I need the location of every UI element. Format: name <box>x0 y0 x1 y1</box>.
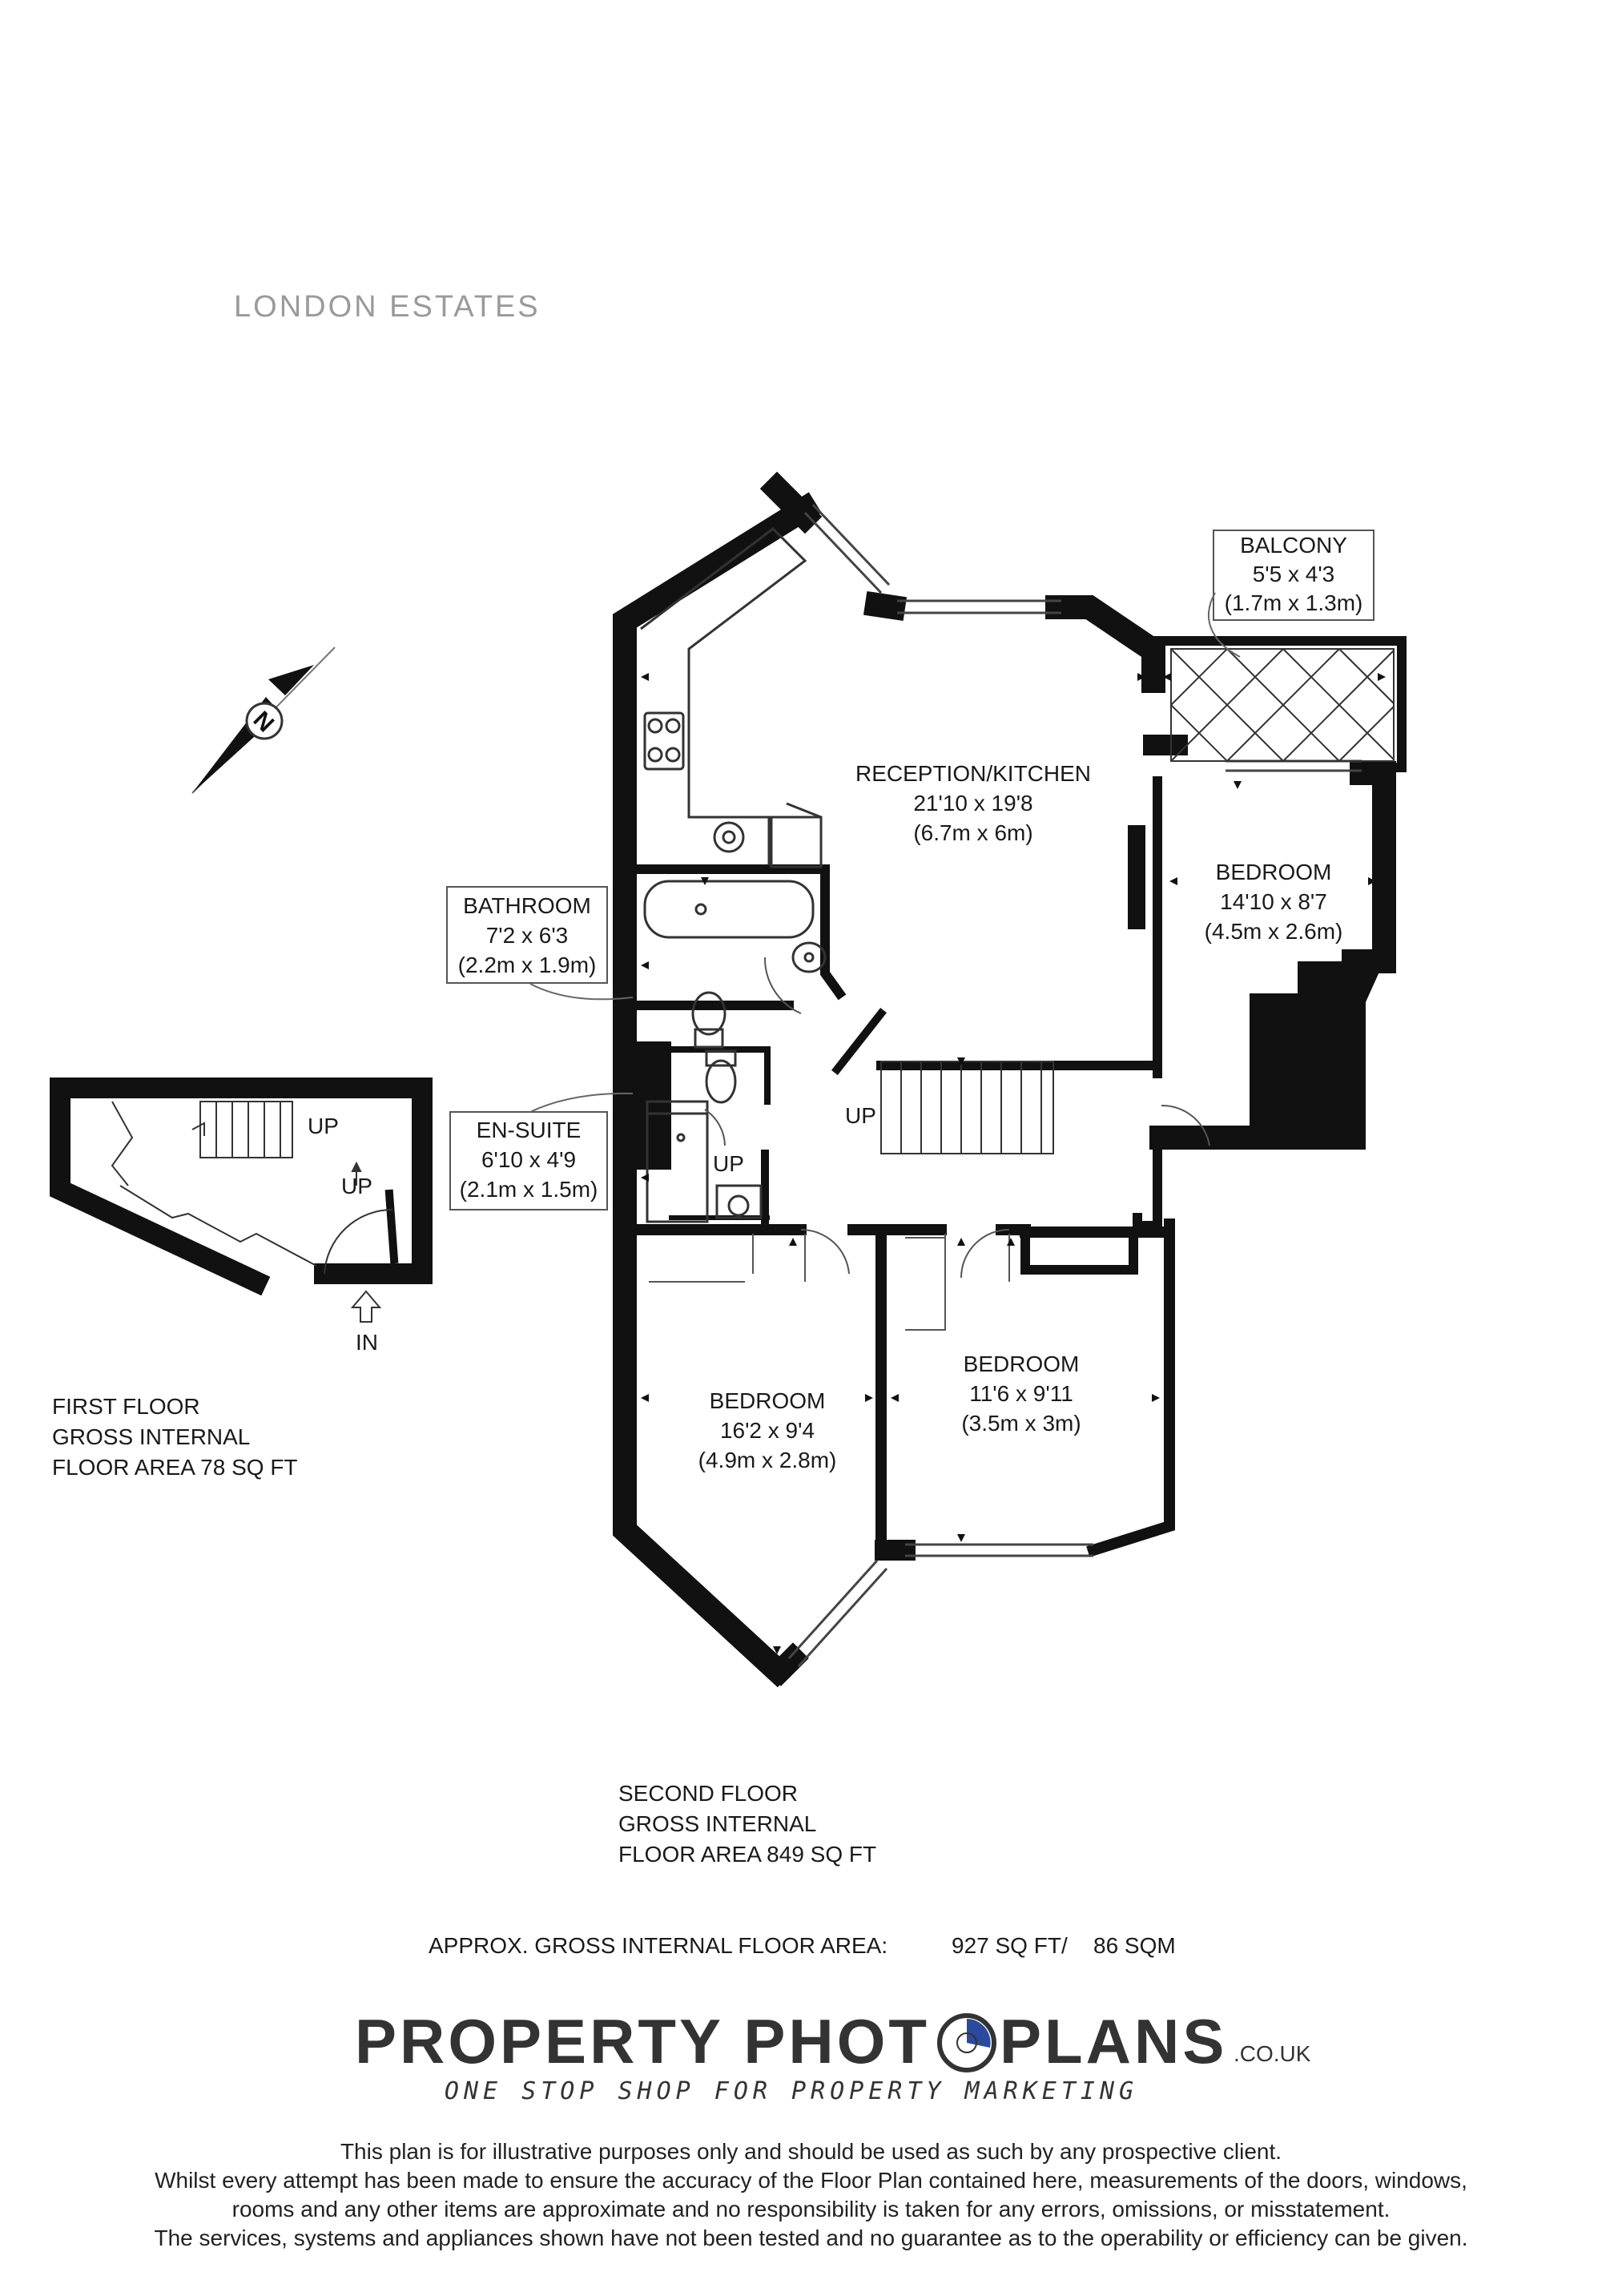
room-imperial: 11'6 x 9'11 <box>969 1381 1073 1406</box>
first-floor-up-label-top: UP <box>308 1114 339 1138</box>
room-name: BEDROOM <box>964 1351 1080 1376</box>
disclaimer-line-1: This plan is for illustrative purposes o… <box>340 2139 1282 2164</box>
total-area-sqft: 927 SQ FT/ <box>952 1933 1068 1958</box>
room-bedroom-left: BEDROOM 16'2 x 9'4 (4.9m x 2.8m) <box>698 1388 837 1472</box>
callout-ensuite: EN-SUITE 6'10 x 4'9 (2.1m x 1.5m) <box>449 1092 634 1210</box>
second-floor-walls <box>613 471 1407 1688</box>
room-name: EN-SUITE <box>477 1118 582 1142</box>
room-metric: (6.7m x 6m) <box>913 820 1032 845</box>
room-metric: (1.7m x 1.3m) <box>1225 590 1363 615</box>
door-swings <box>649 957 1210 1331</box>
kitchen-fittings <box>640 527 823 868</box>
room-metric: (3.5m x 3m) <box>961 1411 1081 1436</box>
room-imperial: 21'10 x 19'8 <box>913 791 1032 816</box>
room-bedroom-middle: BEDROOM 11'6 x 9'11 (3.5m x 3m) <box>961 1351 1081 1436</box>
agency-name: LONDON ESTATES <box>234 290 541 324</box>
callout-bathroom: BATHROOM 7'2 x 6'3 (2.2m x 1.9m) <box>446 886 634 1001</box>
room-imperial: 5'5 x 4'3 <box>1253 562 1335 586</box>
brand-tagline: ONE STOP SHOP FOR PROPERTY MARKETING <box>445 2077 1138 2105</box>
room-bedroom-right: BEDROOM 14'10 x 8'7 (4.5m x 2.6m) <box>1205 860 1343 944</box>
compass-icon: N <box>191 647 336 794</box>
ensuite-up-label: UP <box>713 1151 744 1176</box>
second-floor-area: SECOND FLOOR GROSS INTERNAL FLOOR AREA 8… <box>618 1781 876 1867</box>
balcony-lattice <box>1170 648 1395 762</box>
stairs-up-label: UP <box>845 1103 876 1128</box>
entrance-arrow-icon <box>350 1290 382 1323</box>
room-name: BATHROOM <box>463 893 591 918</box>
second-floor-line3: FLOOR AREA 849 SQ FT <box>618 1842 876 1867</box>
room-metric: (2.2m x 1.9m) <box>458 953 597 977</box>
total-area-label: APPROX. GROSS INTERNAL FLOOR AREA: <box>429 1933 887 1958</box>
room-imperial: 16'2 x 9'4 <box>720 1418 815 1443</box>
room-reception-kitchen: RECEPTION/KITCHEN 21'10 x 19'8 (6.7m x 6… <box>855 761 1091 845</box>
second-floor-line2: GROSS INTERNAL <box>618 1811 816 1836</box>
brand-name-left: PROPERTY PHOT <box>355 2006 930 2076</box>
room-name: RECEPTION/KITCHEN <box>855 761 1091 786</box>
first-floor-up-label-door: UP <box>341 1174 372 1198</box>
room-name: BEDROOM <box>1216 860 1332 884</box>
room-name: BEDROOM <box>710 1388 826 1413</box>
second-floor-staircase <box>880 1061 1054 1154</box>
brand-name-right: PLANS <box>1000 2006 1227 2076</box>
internal-walls <box>626 864 1158 1552</box>
entrance-label: IN <box>356 1330 378 1355</box>
room-metric: (4.9m x 2.8m) <box>698 1448 837 1472</box>
first-floor-walls <box>50 1078 433 1296</box>
callout-balcony: BALCONY 5'5 x 4'3 (1.7m x 1.3m) <box>1208 530 1374 658</box>
disclaimer-line-3: rooms and any other items are approximat… <box>231 2197 1391 2221</box>
room-name: BALCONY <box>1240 533 1347 558</box>
room-metric: (4.5m x 2.6m) <box>1205 919 1343 944</box>
first-floor-area: FIRST FLOOR GROSS INTERNAL FLOOR AREA 78… <box>52 1394 298 1480</box>
dimension-arrows <box>641 673 1386 1654</box>
room-imperial: 6'10 x 4'9 <box>481 1147 576 1172</box>
total-area: APPROX. GROSS INTERNAL FLOOR AREA: 927 S… <box>429 1933 1176 1958</box>
first-floor-fittings <box>111 1101 393 1275</box>
first-floor-line1: FIRST FLOOR <box>52 1394 200 1419</box>
disclaimer: This plan is for illustrative purposes o… <box>0 2137 1622 2253</box>
room-metric: (2.1m x 1.5m) <box>460 1177 598 1202</box>
bathroom-fittings <box>643 880 827 1223</box>
second-floor-line1: SECOND FLOOR <box>618 1781 798 1806</box>
first-floor-line2: GROSS INTERNAL <box>52 1424 250 1449</box>
room-imperial: 14'10 x 8'7 <box>1220 889 1327 914</box>
disclaimer-line-2: Whilst every attempt has been made to en… <box>155 2168 1467 2193</box>
total-area-sqm: 86 SQM <box>1093 1933 1176 1958</box>
brand-suffix: .CO.UK <box>1234 2041 1311 2066</box>
room-imperial: 7'2 x 6'3 <box>486 923 569 948</box>
first-floor-line3: FLOOR AREA 78 SQ FT <box>52 1455 298 1480</box>
brand-logo: PROPERTY PHOT PLANS .CO.UK ONE STOP SHOP… <box>355 2006 1311 2105</box>
disclaimer-line-4: The services, systems and appliances sho… <box>154 2226 1468 2250</box>
camera-lens-icon <box>937 2013 996 2072</box>
